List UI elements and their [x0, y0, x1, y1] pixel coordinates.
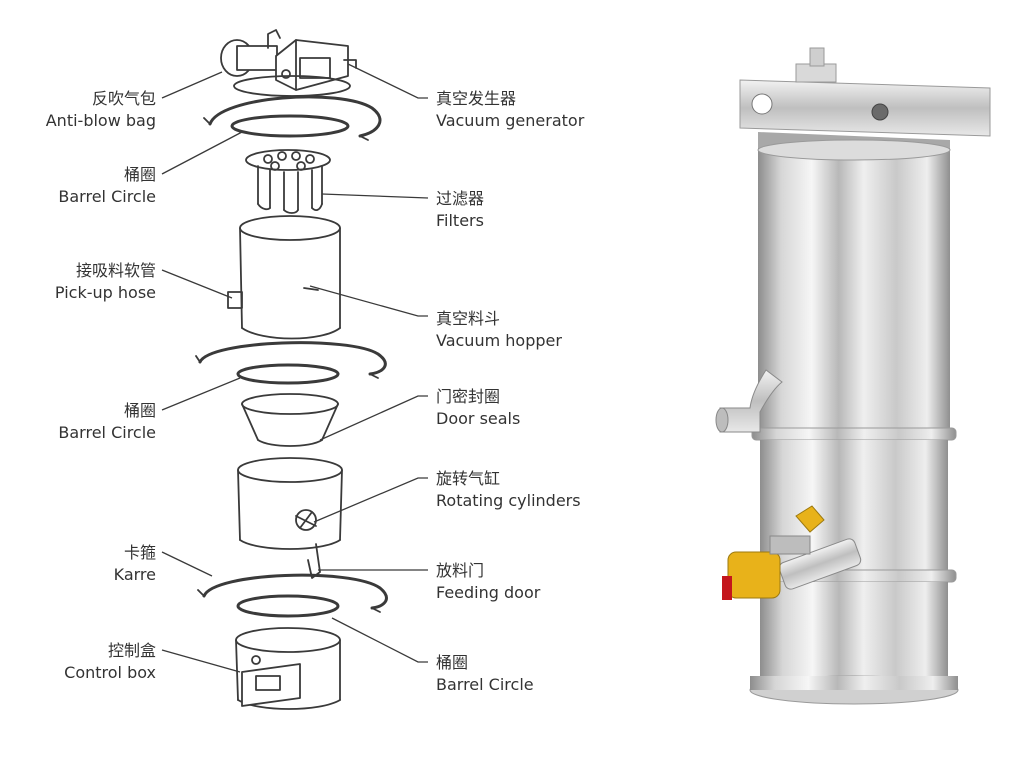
- leader-barrel-circle-3: [331, 617, 428, 663]
- label-filters: 过滤器 Filters: [436, 189, 485, 230]
- barrel-circle-lower: [236, 594, 340, 618]
- leader-control-box: [161, 649, 241, 673]
- vacuum-generator-part: [220, 29, 357, 97]
- leader-door-seals: [319, 395, 428, 441]
- label-vacuum-hopper: 真空料斗 Vacuum hopper: [436, 309, 562, 350]
- leader-anti-blow-bag: [161, 71, 223, 99]
- control-box-part: [235, 627, 341, 710]
- label-rotating-cylinders: 旋转气缸 Rotating cylinders: [436, 469, 581, 510]
- main-cylinder-render: [749, 139, 959, 705]
- label-barrel-circle-1: 桶圈 Barrel Circle: [58, 165, 156, 206]
- leader-barrel-circle-2: [161, 377, 241, 411]
- label-barrel-circle-3: 桶圈 Barrel Circle: [436, 653, 534, 694]
- vacuum-hopper-part: [227, 215, 341, 340]
- leader-vacuum-hopper: [309, 285, 428, 317]
- label-barrel-circle-2: 桶圈 Barrel Circle: [58, 401, 156, 442]
- filters-part: [245, 149, 331, 214]
- barrel-circle-middle: [236, 363, 340, 385]
- leader-vacuum-generator: [347, 63, 428, 99]
- label-karre: 卡箍 Karre: [113, 543, 156, 584]
- clamp-ring-middle: [198, 341, 387, 376]
- label-control-box: 控制盒 Control box: [64, 641, 156, 682]
- label-anti-blow-bag: 反吹气包 Anti-blow bag: [45, 89, 156, 130]
- clamp-ring-top: [208, 95, 382, 138]
- leader-pick-up-hose: [161, 269, 233, 299]
- leader-barrel-circle-1: [161, 131, 243, 175]
- label-door-seals: 门密封圈 Door seals: [436, 387, 521, 428]
- barrel-circle-top: [230, 114, 350, 138]
- label-pick-up-hose: 接吸料软管 Pick-up hose: [54, 261, 156, 302]
- leader-karre: [161, 551, 213, 577]
- vacuum-generator-render: [739, 47, 991, 154]
- label-vacuum-generator: 真空发生器 Vacuum generator: [436, 89, 585, 130]
- discharge-valve-render: [722, 505, 862, 600]
- label-feeding-door: 放料门 Feeding door: [436, 561, 541, 602]
- rotating-cylinder-part: [237, 457, 343, 579]
- vacuum-feeder-render: [715, 47, 991, 705]
- leader-rotating-cylinders: [313, 477, 428, 523]
- exploded-view-drawing: [161, 29, 429, 710]
- pick-up-inlet-render: [715, 369, 783, 433]
- clamp-ring-lower: [202, 573, 388, 610]
- door-seals-part: [241, 393, 339, 447]
- leader-filters: [321, 193, 429, 199]
